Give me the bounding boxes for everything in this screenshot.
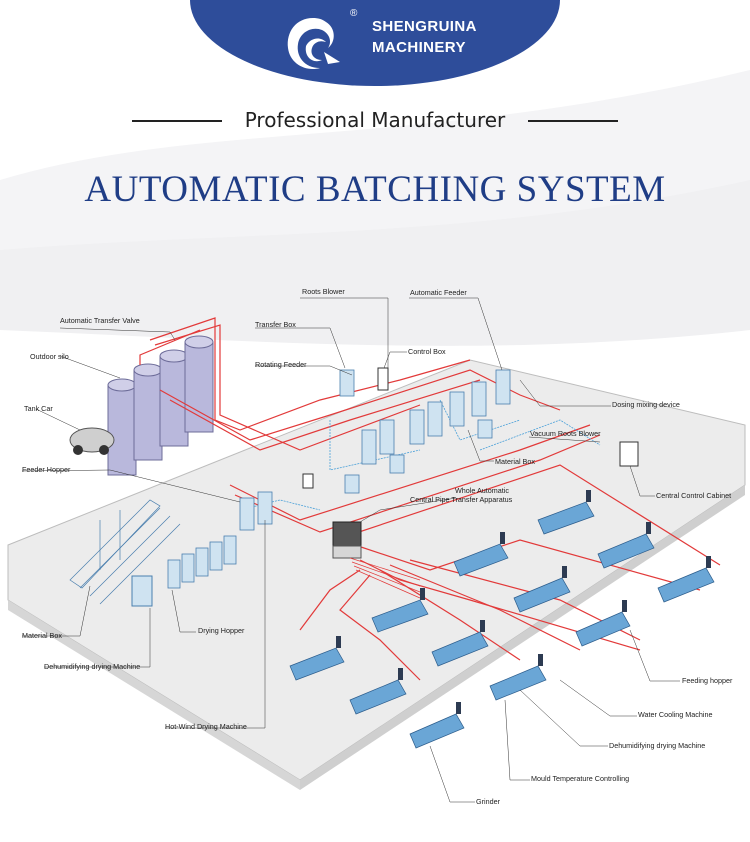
label-rotating-feeder: Rotating Feeder [255, 360, 307, 369]
label-feeding-hopper: Feeding hopper [682, 676, 733, 685]
label-central-pipe-line1: Whole Automatic [455, 486, 509, 495]
page-title: AUTOMATIC BATCHING SYSTEM [84, 169, 666, 210]
label-drying-hopper: Drying Hopper [198, 626, 245, 635]
brand-name-line2: MACHINERY [372, 39, 466, 56]
brand-name-line1: SHENGRUINA [372, 18, 477, 35]
label-material-box-left: Material Box [22, 631, 62, 640]
machine-hoppers [336, 490, 711, 714]
brand-name: SHENGRUINA MACHINERY [372, 16, 477, 58]
label-dehumidifying-left: Dehumidifying drying Machine [44, 662, 141, 671]
diagram-svg [7, 297, 746, 803]
label-central-control-cabinet: Central Control Cabinet [656, 491, 732, 500]
floor-edge-right [300, 485, 745, 790]
tagline: Professional Manufacturer [244, 108, 506, 132]
label-vacuum-roots-blower: Vacuum Roots Blower [530, 429, 601, 438]
outdoor-silos [107, 335, 214, 476]
tank-car [69, 427, 115, 455]
small-control-box [302, 473, 314, 489]
swirl-logo-icon [287, 18, 340, 70]
label-grinder: Grinder [476, 797, 500, 806]
label-central-pipe-line2: Central Pipe Transfer Apparatus [410, 495, 513, 504]
label-tank-car: Tank Car [24, 404, 53, 413]
label-water-cooling-machine: Water Cooling Machine [638, 710, 713, 719]
label-mould-temperature: Mould Temperature Controlling [531, 774, 630, 783]
label-hot-wind-drying-machine: Hot-Wind Drying Machine [165, 722, 247, 731]
pipe-network [139, 317, 721, 681]
label-control-box: Control Box [408, 347, 446, 356]
left-racking [69, 499, 181, 605]
label-material-box-mid: Material Box [495, 457, 535, 466]
leader-lines [21, 297, 680, 803]
floor-edge-left [8, 600, 300, 790]
label-roots-blower: Roots Blower [302, 287, 345, 296]
label-outdoor-silo: Outdoor silo [30, 352, 69, 361]
central-pipe-apparatus [332, 521, 421, 599]
label-transfer-box: Transfer Box [255, 320, 296, 329]
label-feeder-hopper: Feeder Hopper [22, 465, 71, 474]
label-dosing-mixing-device: Dosing mixing device [612, 400, 680, 409]
mid-machinery [339, 369, 511, 494]
tagline-right-rule [528, 120, 618, 122]
control-box [377, 367, 389, 391]
tagline-row: Professional Manufacturer [0, 108, 750, 134]
central-control-cabinet [619, 441, 639, 467]
label-dehumidifying-right: Dehumidifying drying Machine [609, 741, 706, 750]
label-automatic-feeder: Automatic Feeder [410, 288, 467, 297]
label-automatic-transfer-valve: Automatic Transfer Valve [60, 316, 140, 325]
batching-system-diagram: Automatic Transfer Valve Outdoor silo Ta… [0, 270, 750, 837]
molding-machines [289, 501, 715, 749]
registered-mark: ® [350, 8, 358, 19]
dehumidifying-drying-machine-left [131, 575, 153, 607]
tagline-left-rule [132, 120, 222, 122]
